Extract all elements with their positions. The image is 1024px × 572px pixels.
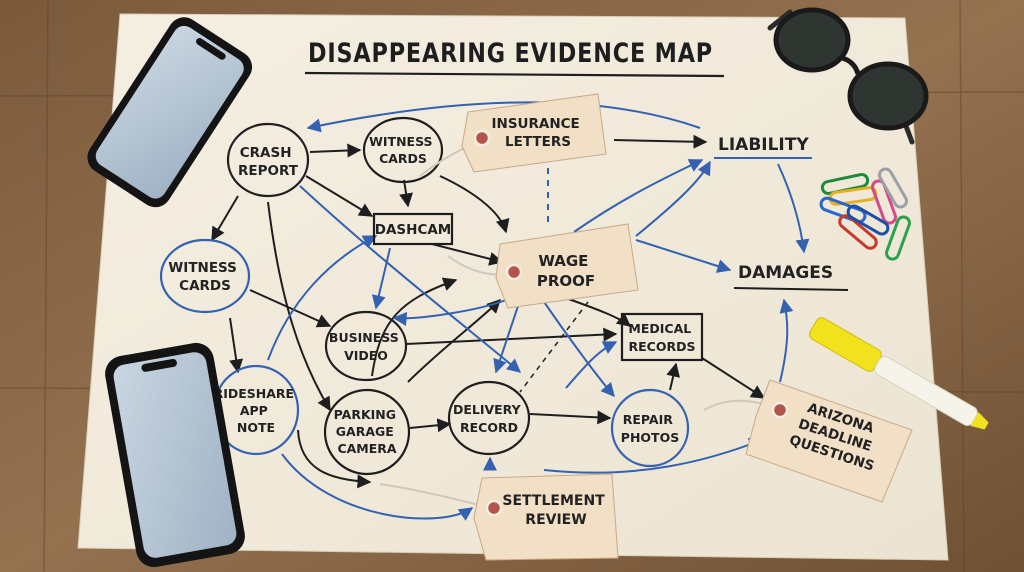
node-repair-photos: REPAIR PHOTOS bbox=[610, 388, 690, 468]
node-dashcam: DASHCAM bbox=[372, 212, 454, 246]
svg-text:PARKING GARAGE CAM: PARKING GARAGE CAMERA bbox=[334, 407, 401, 456]
tag-settlement-review: SETTLEMENT REVIEW bbox=[379, 473, 619, 561]
dashed-link-2 bbox=[519, 301, 589, 393]
tag-arizona-deadline-questions: ARIZONA DEADLINE QUESTIONS bbox=[703, 379, 913, 503]
highlighter-icon bbox=[809, 317, 989, 430]
sunglasses-icon bbox=[767, 7, 929, 145]
svg-text:WAGE PROOF: WAGE PROOF bbox=[537, 252, 595, 290]
node-delivery-record: DELIVERY RECORD bbox=[447, 380, 531, 456]
svg-text:DELIVERY RECORD: DELIVERY RECORD bbox=[453, 402, 525, 435]
node-rideshare-app-note: RIDESHARE APP NOTE bbox=[212, 364, 300, 456]
outcome-damages: DAMAGES bbox=[733, 263, 849, 291]
svg-text:SETTLEMENT REVIEW: SETTLEMENT REVIEW bbox=[502, 493, 609, 528]
smartphone-icon bbox=[87, 17, 253, 208]
svg-text:REPAIR PHOTOS: REPAIR PHOTOS bbox=[621, 412, 679, 445]
svg-text:MEDICAL RECORDS: MEDICAL RECORDS bbox=[628, 321, 695, 354]
node-parking-garage-camera: PARKING GARAGE CAMERA bbox=[323, 388, 411, 476]
map-title: DISAPPEARING EVIDENCE MAP bbox=[308, 38, 713, 69]
svg-text:WITNESS CARDS: WITNESS CARDS bbox=[168, 260, 241, 294]
svg-text:RIDESHARE APP NOTE: RIDESHARE APP NOTE bbox=[214, 386, 299, 435]
tag-insurance-letters: INSURANCE LETTERS bbox=[419, 93, 607, 177]
node-witness-cards-left: WITNESS CARDS bbox=[159, 238, 251, 314]
svg-text:WITNESS CARDS: WITNESS CARDS bbox=[369, 134, 437, 166]
node-crash-report: CRASH REPORT bbox=[226, 122, 310, 198]
tag-wage-proof: WAGE PROOF bbox=[447, 223, 639, 309]
outcome-liability: LIABILITY bbox=[714, 135, 812, 159]
svg-text:DAMAGES: DAMAGES bbox=[738, 263, 833, 283]
paper-clips-icon bbox=[819, 167, 911, 261]
svg-text:CRASH REPORT: CRASH REPORT bbox=[238, 145, 299, 179]
svg-text:BUSINESS VIDEO: BUSINESS VIDEO bbox=[329, 330, 403, 363]
svg-text:INSURANCE LETTERS: INSURANCE LETTERS bbox=[492, 116, 585, 150]
node-business-video: BUSINESS VIDEO bbox=[324, 310, 408, 382]
node-witness-cards-top: WITNESS CARDS bbox=[362, 116, 444, 184]
node-medical-records: MEDICAL RECORDS bbox=[620, 312, 704, 362]
title-underline bbox=[304, 71, 725, 78]
smartphone-icon bbox=[105, 342, 245, 568]
svg-text:LIABILITY: LIABILITY bbox=[718, 135, 809, 155]
svg-text:DASHCAM: DASHCAM bbox=[375, 222, 451, 238]
